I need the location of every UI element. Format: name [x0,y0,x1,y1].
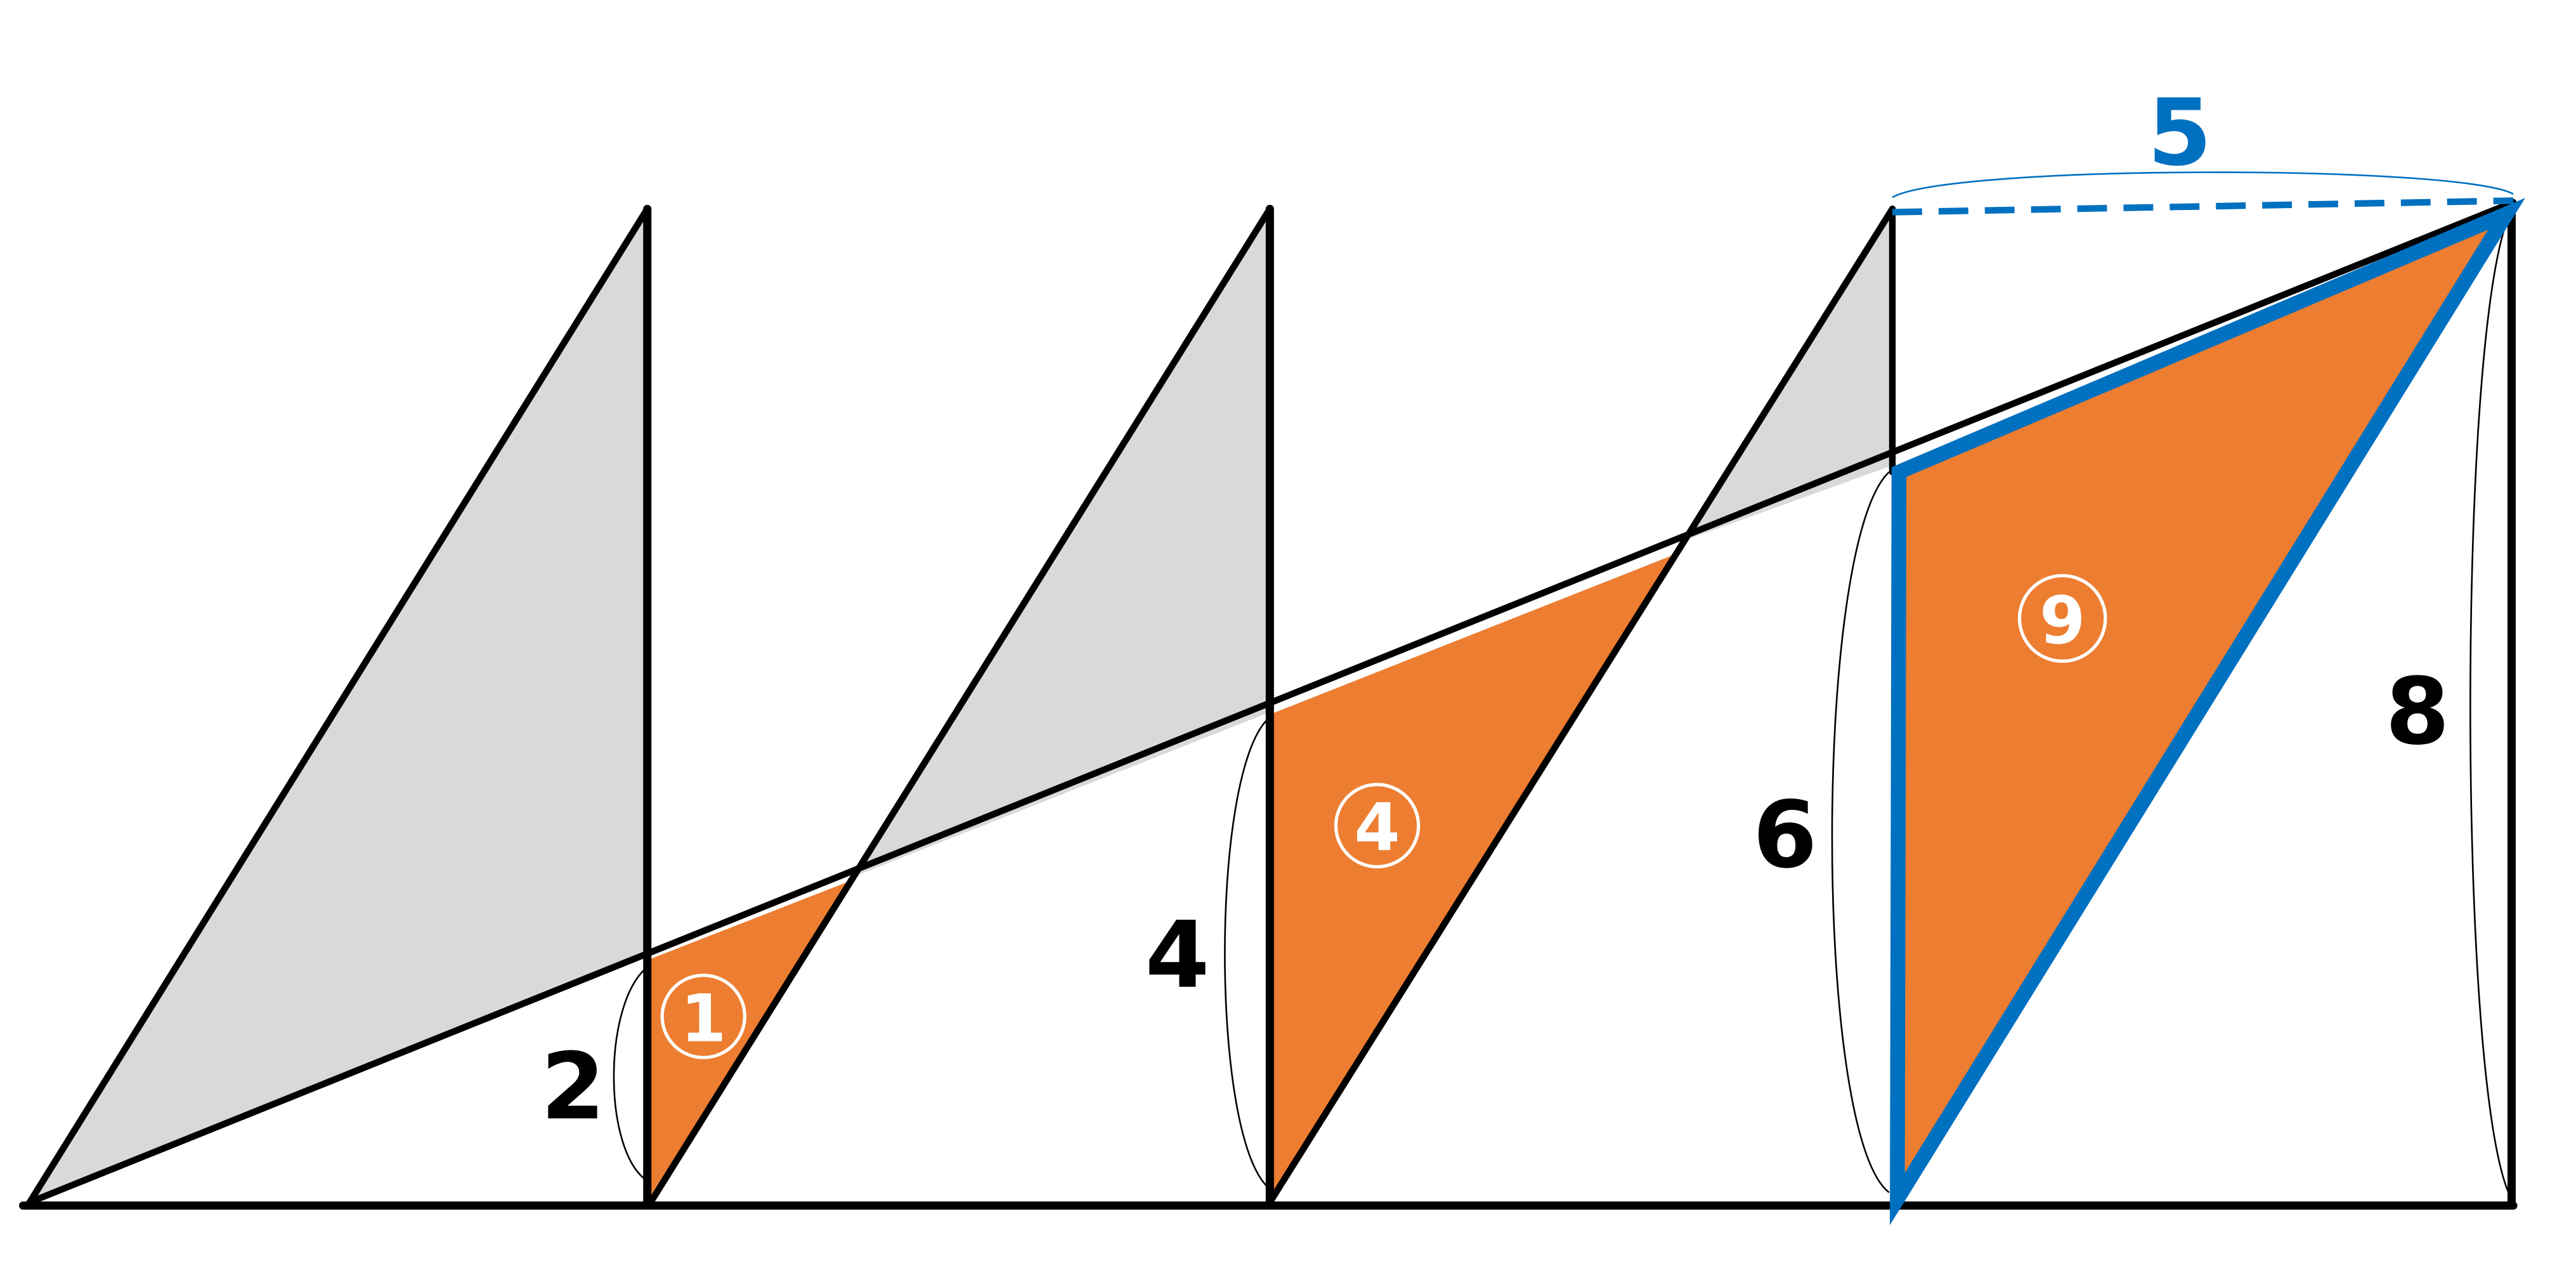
circle-number-4: 4 [1354,790,1400,866]
label-height-4: 4 [1145,902,1209,1009]
label-height-8: 8 [2385,658,2449,766]
blue-dashed-top-width [1892,197,2514,216]
circle-number-1: 1 [680,981,726,1057]
circle-outline-1 [660,974,746,1059]
slant-edge-2 [647,206,1273,1206]
bracket-width-5 [1892,171,2514,199]
circled-label-1: 1 [660,974,746,1059]
blue-triangle-outline [1890,197,2525,1225]
bracket-height-8 [2469,213,2511,1196]
circled-label-9: 9 [2017,573,2107,663]
circled-label-4: 4 [1334,783,1421,869]
label-height-2: 2 [541,1034,605,1141]
label-width-5: 5 [2147,80,2211,187]
circle-outline-9 [2017,573,2107,663]
bracket-height-4 [1224,718,1269,1189]
slant-edge-3 [1266,206,1896,1206]
slant-edge-1 [26,206,651,1206]
bracket-height-6 [1831,471,1890,1193]
label-height-6: 6 [1753,782,1817,889]
circle-number-9: 9 [2039,582,2085,659]
circle-outline-4 [1334,783,1421,869]
bracket-height-2 [613,966,648,1182]
